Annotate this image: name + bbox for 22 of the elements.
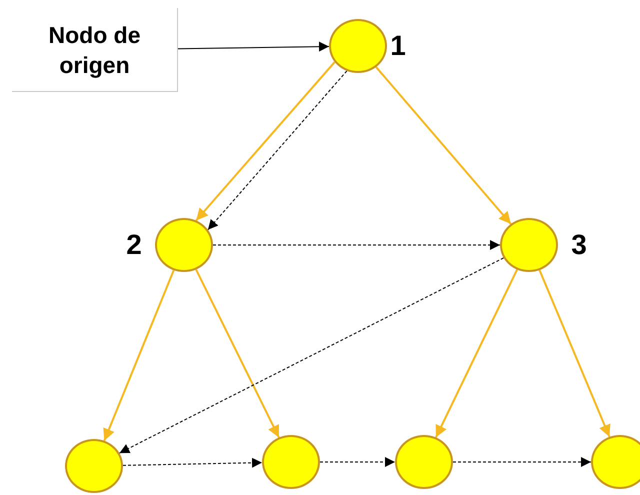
arrow <box>375 66 512 225</box>
node-label: Nodo de origen <box>48 20 142 80</box>
arrow <box>178 42 330 52</box>
arrow <box>452 457 592 467</box>
arrow <box>103 270 175 442</box>
node-circle <box>500 218 558 272</box>
arrow <box>118 257 504 454</box>
arrow <box>538 270 610 438</box>
arrow <box>195 61 336 222</box>
arrow <box>320 457 396 467</box>
node-circle <box>591 435 640 489</box>
arrow <box>195 269 280 438</box>
node-circle <box>155 218 213 272</box>
node-circle <box>329 19 387 73</box>
node-number: 3 <box>571 231 587 259</box>
arrow <box>212 240 500 250</box>
arrow <box>207 70 348 230</box>
arrow <box>435 269 518 438</box>
node-number: 1 <box>390 32 406 60</box>
arrow <box>122 458 262 468</box>
node-circle <box>65 439 123 493</box>
node-number: 2 <box>126 231 142 259</box>
